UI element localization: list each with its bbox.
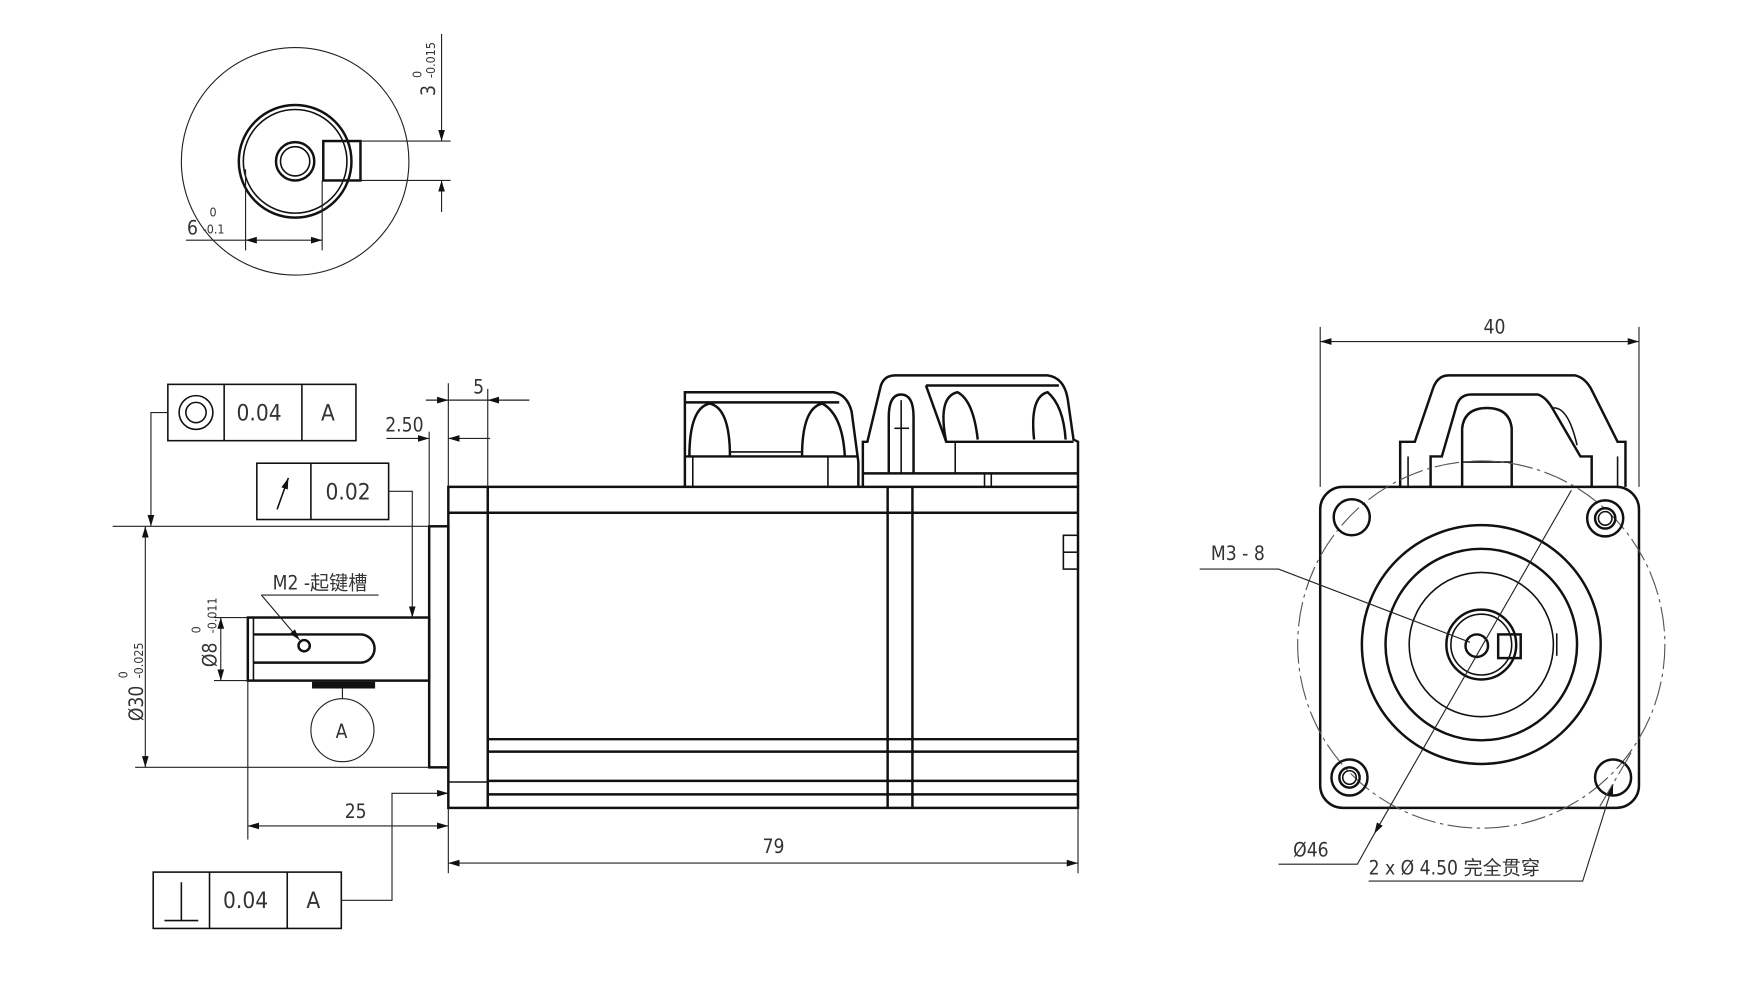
bolt-circle [1297,460,1666,829]
shaft-note: M2 -起键槽 [273,571,368,594]
shaft-front [1445,608,1518,681]
flange-thickness-dim: 5 [473,375,484,398]
concentricity-tolerance: 0.04 [237,400,282,426]
thread-note: M3 - 8 [1211,542,1265,565]
flange-square [1318,485,1641,810]
key-height-lower-tol: -0.015 [423,42,438,78]
body-length-dim: 79 [763,835,785,858]
keyway-slot [253,633,376,664]
key-height-upper-tol: 0 [409,71,424,78]
concentricity-datum: A [321,400,335,426]
shaft-end-view: 3 0 -0.015 6 0 -0.1 [180,34,451,276]
pilot-height-dim: 2.50 [385,414,423,437]
pilot-outer [1360,523,1602,766]
concentricity-icon [178,394,214,431]
bearing-circle [1408,571,1555,718]
shaft-length-dim: 25 [345,800,367,823]
pilot-lower-tol: -0.025 [131,642,146,678]
key-depth-dim: 6 [187,217,198,240]
shaft-ring-outer [237,103,353,219]
front-view: 40 M3 - [1199,316,1666,882]
pilot-inner [1384,547,1579,742]
runout-arrow-icon [276,477,290,510]
connector-encoder [861,374,1080,487]
connector-front [1398,374,1627,487]
center-hole-inner [279,145,311,177]
key-front [1496,633,1522,660]
shaft-ring-inner [242,108,348,214]
shaft-diameter-dim: Ø8 [198,643,221,667]
shaft-lower-tol: -0.011 [204,597,219,633]
center-thread-hole [1464,633,1490,659]
m2-hole [297,638,312,653]
concentricity-fcf: 0.04 A [147,383,357,527]
key-depth-upper-tol: 0 [210,205,217,220]
runout-fcf: 0.02 [256,462,416,618]
outer-circle [180,46,410,276]
perpendicularity-datum: A [306,888,320,914]
hole-note: 2 x Ø 4.50 完全贯穿 [1369,856,1540,879]
key [322,139,362,182]
connector-power [683,391,860,487]
perpendicularity-fcf: 0.04 A [152,789,449,930]
datum-circle [310,698,375,763]
pilot-upper-tol: 0 [115,671,130,678]
flange-width-dim: 40 [1484,316,1506,339]
runout-tolerance: 0.02 [326,479,371,505]
shaft [246,616,431,682]
center-hole-outer [274,140,316,182]
datum-bar [312,681,376,689]
motor-body [447,485,1080,810]
mount-holes [1330,498,1633,797]
key-height-dim: 3 [417,85,440,96]
shaft-upper-tol: 0 [189,626,204,633]
bolt-circle-dim: Ø46 [1293,838,1328,861]
side-view: A [112,374,1080,930]
pilot-boss [427,525,450,769]
perpendicularity-icon [164,882,199,922]
pilot-diameter-dim: Ø30 [125,686,148,721]
perpendicularity-tolerance: 0.04 [223,888,268,914]
datum-label: A [336,720,348,743]
key-depth-lower-tol: -0.1 [203,221,225,236]
